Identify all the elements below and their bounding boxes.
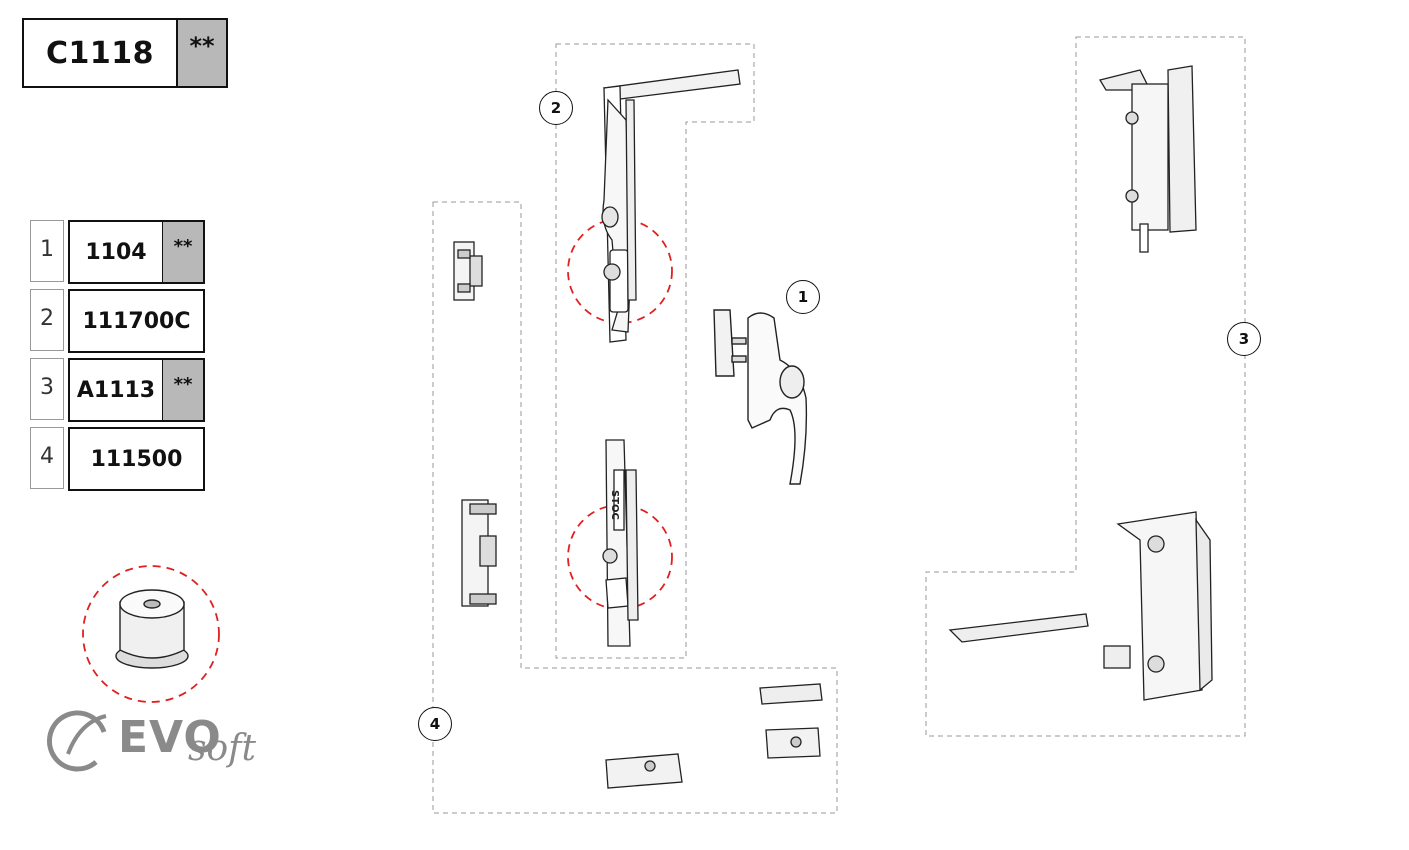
callout-1: 1 xyxy=(786,280,820,314)
part-number: 4 xyxy=(30,427,64,489)
callout-2: 2 xyxy=(539,91,573,125)
part-number: 1 xyxy=(30,220,64,282)
callout-4: 4 xyxy=(418,707,452,741)
evosoft-logo: EVO soft xyxy=(44,700,284,790)
espagnolette-top xyxy=(601,69,741,343)
callout-3: 3 xyxy=(1227,322,1261,356)
part-number: 2 xyxy=(30,289,64,351)
hinge-bottom xyxy=(948,511,1213,701)
product-stars-badge: ** xyxy=(176,20,226,86)
logo-evo-text: EVO xyxy=(118,712,222,763)
parts-list: 1 1104 ** 2 111700C 3 A1113 ** 4 111500 xyxy=(30,220,206,496)
roller-detail xyxy=(115,589,189,669)
keep-bottom-right-upper xyxy=(759,683,823,705)
keep-bottom-left xyxy=(605,753,683,789)
part-row-1[interactable]: 1 1104 ** xyxy=(30,220,206,284)
hinge-top xyxy=(1098,65,1197,253)
stoc-engraving: STOC xyxy=(609,490,620,520)
part-row-2[interactable]: 2 111700C xyxy=(30,289,206,353)
part-stars-badge: ** xyxy=(162,222,203,282)
part-code-box: 111500 xyxy=(68,427,205,491)
part-code-box: A1113 ** xyxy=(68,358,205,422)
keep-middle xyxy=(461,499,497,607)
title-block: C1118 ** xyxy=(22,18,228,88)
window-handle xyxy=(713,309,808,485)
part-code: A1113 xyxy=(76,377,156,403)
part-row-3[interactable]: 3 A1113 ** xyxy=(30,358,206,422)
espagnolette-bottom xyxy=(602,439,639,647)
product-code: C1118 xyxy=(45,35,154,71)
part-row-4[interactable]: 4 111500 xyxy=(30,427,206,491)
keep-bottom-right-lower xyxy=(765,727,821,759)
part-code: 111700C xyxy=(82,308,191,334)
part-number: 3 xyxy=(30,358,64,420)
keep-top xyxy=(453,241,483,301)
part-stars-badge: ** xyxy=(162,360,203,420)
logo-soft-text: soft xyxy=(188,728,256,769)
part-code: 111500 xyxy=(90,446,183,472)
evosoft-leaf-icon xyxy=(46,710,107,772)
part-code: 1104 xyxy=(85,239,147,265)
part-code-box: 111700C xyxy=(68,289,205,353)
group-2-outline xyxy=(555,43,755,659)
highlight-circle-detail xyxy=(82,565,220,703)
part-code-box: 1104 ** xyxy=(68,220,205,284)
